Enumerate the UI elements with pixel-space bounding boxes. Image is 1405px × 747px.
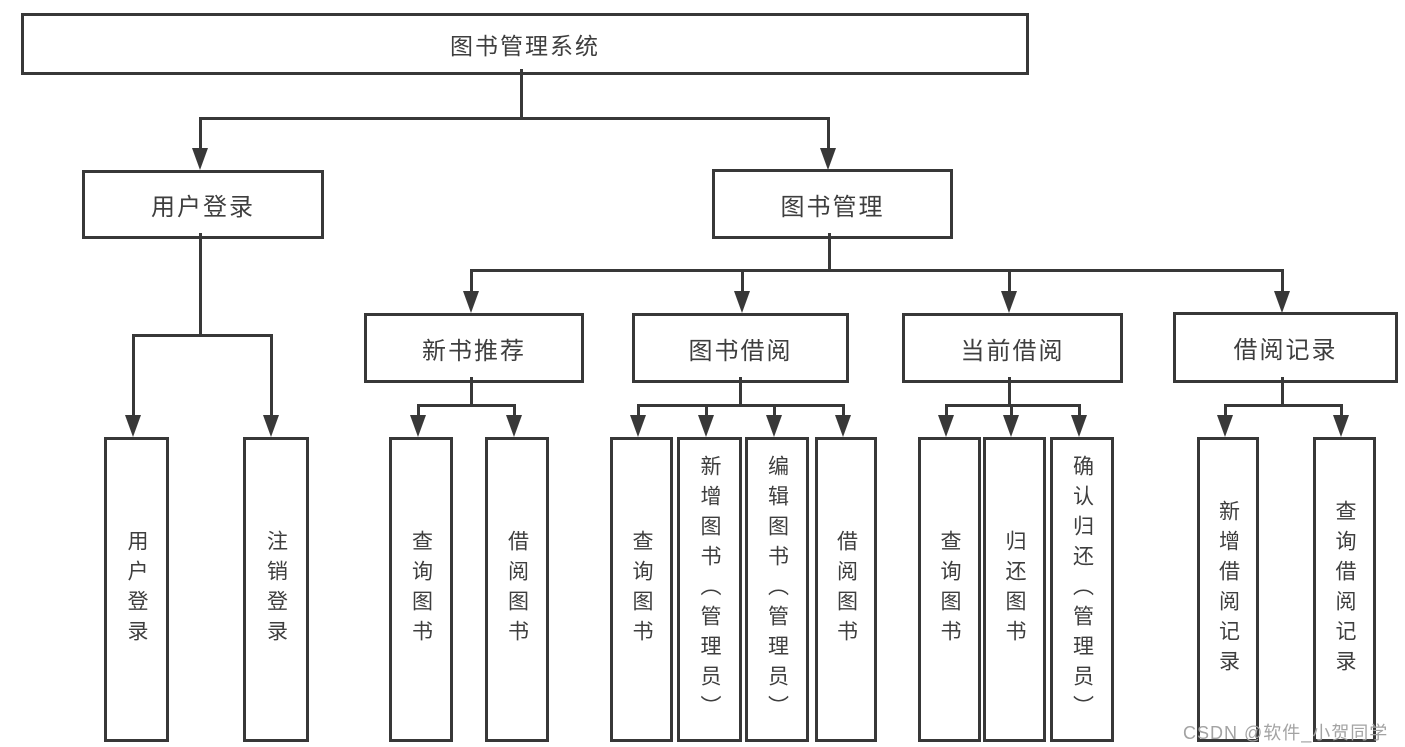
line-h [132,334,273,337]
leaf-label: 借阅图书 [505,529,529,650]
line-v [417,404,420,418]
arrow-down-icon [463,291,479,313]
line-v [470,269,473,295]
arrow-down-icon [506,415,522,437]
node-book-management: 图书管理 [712,169,953,239]
line-v [827,117,830,150]
line-v [1008,377,1011,407]
leaf-user-login: 用户登录 [104,437,169,742]
line-v [132,334,135,417]
line-v [1340,404,1343,418]
leaf-edit-books-admin: 编辑图书（管理员） [745,437,809,742]
leaf-confirm-return-admin: 确认归还（管理员） [1050,437,1114,742]
leaf-label: 新增图书（管理员） [698,454,722,725]
leaf-add-books-admin: 新增图书（管理员） [677,437,742,742]
arrow-down-icon [125,415,141,437]
node-label: 图书管理 [780,193,885,221]
arrow-down-icon [630,415,646,437]
line-v [945,404,948,418]
leaf-label: 用户登录 [125,529,149,650]
line-v [199,233,202,337]
line-v [741,269,744,295]
arrow-down-icon [1333,415,1349,437]
leaf-label: 注销登录 [264,529,288,650]
line-v [828,233,831,272]
arrow-down-icon [938,415,954,437]
arrow-down-icon [820,148,836,170]
arrow-down-icon [1003,415,1019,437]
line-v [1078,404,1081,418]
node-library-management-system: 图书管理系统 [21,13,1029,75]
leaf-label: 查询图书 [409,529,433,650]
node-user-login: 用户登录 [82,170,324,239]
arrow-down-icon [734,291,750,313]
arrow-down-icon [263,415,279,437]
node-borrowing-records: 借阅记录 [1173,312,1398,383]
line-h [417,404,516,407]
line-h [945,404,1081,407]
arrow-down-icon [835,415,851,437]
node-label: 用户登录 [151,194,255,221]
leaf-label: 查询图书 [938,529,962,650]
arrow-down-icon [410,415,426,437]
node-label: 图书管理系统 [450,33,600,59]
line-v [842,404,845,418]
csdn-watermark: CSDN @软件_小贺同学 [1183,723,1389,743]
leaf-label: 归还图书 [1003,529,1027,650]
arrow-down-icon [1071,415,1087,437]
leaf-return-books: 归还图书 [983,437,1046,742]
line-v [637,404,640,418]
leaf-query-books-recommend: 查询图书 [389,437,453,742]
line-v [1008,269,1011,295]
node-label: 当前借阅 [960,337,1065,365]
arrow-down-icon [698,415,714,437]
line-v [270,334,273,417]
line-h [470,269,1284,272]
line-h [199,117,830,120]
leaf-query-books-current: 查询图书 [918,437,981,742]
leaf-logout: 注销登录 [243,437,309,742]
leaf-label: 新增借阅记录 [1216,499,1240,680]
line-v [1224,404,1227,418]
arrow-down-icon [1274,291,1290,313]
leaf-borrow-books-recommend: 借阅图书 [485,437,549,742]
line-v [1010,404,1013,418]
arrow-down-icon [192,148,208,170]
leaf-label: 借阅图书 [834,529,858,650]
node-new-book-recommendation: 新书推荐 [364,313,584,383]
line-v [520,69,523,119]
node-label: 新书推荐 [422,337,526,365]
line-v [705,404,708,418]
node-current-borrowing: 当前借阅 [902,313,1123,383]
line-v [513,404,516,418]
line-v [199,117,202,150]
leaf-label: 编辑图书（管理员） [765,454,789,725]
leaf-label: 查询图书 [630,529,654,650]
arrow-down-icon [1001,291,1017,313]
leaf-add-borrow-record: 新增借阅记录 [1197,437,1259,742]
line-h [637,404,845,407]
node-label: 图书借阅 [688,337,793,365]
node-label: 借阅记录 [1233,337,1338,364]
leaf-query-borrow-record: 查询借阅记录 [1313,437,1376,742]
node-book-borrowing: 图书借阅 [632,313,849,383]
line-v [739,377,742,407]
line-v [773,404,776,418]
leaf-query-books-borrowing: 查询图书 [610,437,673,742]
leaf-label: 确认归还（管理员） [1070,454,1094,725]
line-v [1281,269,1284,295]
arrow-down-icon [766,415,782,437]
line-v [470,377,473,407]
line-v [1281,377,1284,407]
leaf-label: 查询借阅记录 [1333,499,1357,680]
leaf-borrow-books: 借阅图书 [815,437,877,742]
line-h [1224,404,1343,407]
arrow-down-icon [1217,415,1233,437]
